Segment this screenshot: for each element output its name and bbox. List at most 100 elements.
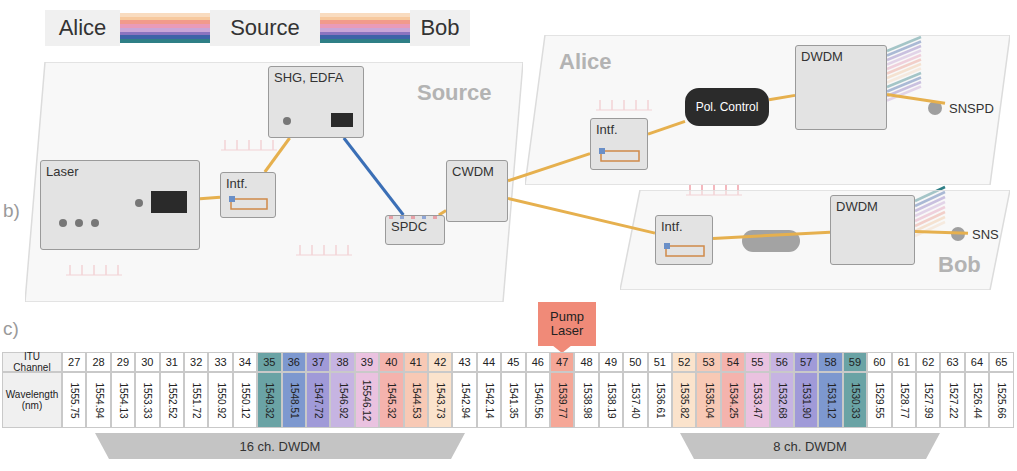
node-label: Alice xyxy=(559,49,612,75)
table-cell: 39 xyxy=(355,352,379,372)
beamsplitter-symbol xyxy=(229,196,235,202)
node-label: Source xyxy=(417,80,492,106)
dwdm-box: DWDM xyxy=(795,45,887,130)
wavelength-value: 1553.33 xyxy=(142,382,153,418)
knob-symbol xyxy=(91,219,99,227)
wavelength-value: 1555.75 xyxy=(69,382,80,418)
beamsplitter-symbol xyxy=(664,243,670,249)
table-cell: 38 xyxy=(330,352,354,372)
table-cell: 1528.77 xyxy=(892,372,916,428)
wavelength-value: 1535.82 xyxy=(679,382,690,418)
table-cell: 1535.04 xyxy=(696,372,720,428)
table-cell: 1527.22 xyxy=(940,372,964,428)
wavelength-value: 1550.92 xyxy=(215,382,226,418)
wavelength-value: 1540.56 xyxy=(532,382,543,418)
table-cell: 1538.98 xyxy=(574,372,598,428)
channel-number: 31 xyxy=(166,356,178,368)
table-cell: 29 xyxy=(111,352,135,372)
channel-number: 46 xyxy=(532,356,544,368)
table-cell: 47 xyxy=(550,352,574,372)
party-box: Bob xyxy=(410,10,470,46)
channel-number: 59 xyxy=(849,356,861,368)
alice-panel: AliceIntf.Pol. ControlDWDMSNSPD xyxy=(525,35,1010,185)
node-label: Pump Laser xyxy=(538,310,596,339)
table-cell: 1542.14 xyxy=(477,372,501,428)
wavelength-value: 1527.99 xyxy=(923,382,934,418)
knob-symbol xyxy=(59,219,67,227)
channel-number: 51 xyxy=(654,356,666,368)
dwdm-range-bracket: 16 ch. DWDM xyxy=(95,433,465,459)
table-cell: 15546.12 xyxy=(355,372,379,428)
table-cell: 46 xyxy=(526,352,550,372)
party-box: Alice xyxy=(45,10,120,46)
poling-stripe xyxy=(433,216,437,219)
table-cell: ITU Channel xyxy=(2,352,62,372)
wavelength-value: 1528.77 xyxy=(898,382,909,418)
table-cell: 42 xyxy=(428,352,452,372)
channel-number: 29 xyxy=(117,356,129,368)
table-cell: 64 xyxy=(965,352,989,372)
fiber-connector xyxy=(200,197,220,199)
node-label: Intf. xyxy=(596,122,618,137)
knob-symbol xyxy=(75,219,83,227)
source-box: Source xyxy=(210,10,320,46)
table-cell: 1549.32 xyxy=(257,372,281,428)
channel-number: 34 xyxy=(239,356,251,368)
wavelength-value: 1549.32 xyxy=(264,382,275,418)
node-label: SHG, EDFA xyxy=(274,70,343,85)
wavelength-value: 1538.98 xyxy=(581,382,592,418)
table-cell: 1532.68 xyxy=(770,372,794,428)
table-cell: 50 xyxy=(623,352,647,372)
channel-number: 39 xyxy=(361,356,373,368)
wavelength-value: 1539.77 xyxy=(557,382,568,418)
table-cell: 1531.12 xyxy=(818,372,842,428)
channel-number: 40 xyxy=(385,356,397,368)
channel-number: 49 xyxy=(605,356,617,368)
interferometer-box: Intf. xyxy=(220,172,276,218)
spdc-crystal: SPDC xyxy=(385,215,445,245)
table-cell: 30 xyxy=(135,352,159,372)
table-cell: 1536.61 xyxy=(648,372,672,428)
node-label: CWDM xyxy=(452,164,494,179)
channel-number: 27 xyxy=(68,356,80,368)
node-label: DWDM xyxy=(836,199,878,214)
panel-letter: b) xyxy=(3,200,20,222)
table-cell: 1527.99 xyxy=(916,372,940,428)
wavelength-value: 1534.25 xyxy=(728,382,739,418)
node-label: Bob xyxy=(938,252,981,278)
table-cell: 1530.33 xyxy=(843,372,867,428)
beam-path xyxy=(666,246,704,256)
interferometer-box: Intf. xyxy=(590,118,648,170)
wavelength-value: 1536.61 xyxy=(654,382,665,418)
channel-number: 48 xyxy=(580,356,592,368)
table-cell: 1554.94 xyxy=(86,372,110,428)
channel-number: 42 xyxy=(434,356,446,368)
table-cell: 1548.51 xyxy=(282,372,306,428)
beam-path xyxy=(231,199,267,209)
wavelength-value: 1531.12 xyxy=(825,382,836,418)
source-panel: SourceLaserIntf.SHG, EDFASPDCCWDM xyxy=(25,62,523,302)
table-cell: 65 xyxy=(989,352,1013,372)
wavelength-value: 1542.14 xyxy=(484,382,495,418)
table-cell: 1531.90 xyxy=(794,372,818,428)
table-cell: 1533.47 xyxy=(745,372,769,428)
wavelength-value: 1538.19 xyxy=(606,382,617,418)
poling-stripe xyxy=(422,216,426,219)
channel-number: 60 xyxy=(873,356,885,368)
channel-number: 41 xyxy=(410,356,422,368)
table-cell: 1539.77 xyxy=(550,372,574,428)
wavelength-value: 1544.53 xyxy=(410,382,421,418)
fiber-connector xyxy=(508,198,655,233)
channel-number: 28 xyxy=(92,356,104,368)
node-label: Pol. Control xyxy=(696,100,759,114)
table-cell: 1547.72 xyxy=(306,372,330,428)
wavelength-value: 1541.35 xyxy=(508,382,519,418)
wavelength-value: 1531.90 xyxy=(801,382,812,418)
node-label: DWDM xyxy=(801,49,843,64)
table-cell: 32 xyxy=(184,352,208,372)
wavelength-value: 1525.66 xyxy=(996,382,1007,418)
table-cell: 35 xyxy=(257,352,281,372)
panel-letter: b) xyxy=(3,200,20,222)
table-cell: 49 xyxy=(599,352,623,372)
